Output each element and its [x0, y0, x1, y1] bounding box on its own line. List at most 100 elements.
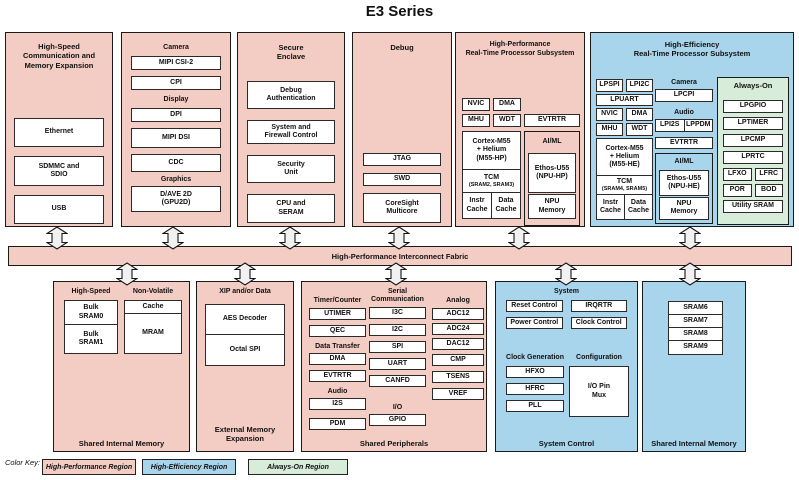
- audio-group-label: Audio: [674, 109, 694, 117]
- aiml-label: AI/ML: [542, 138, 562, 145]
- connector-arrow: [679, 262, 701, 286]
- box-lprtc: LPRTC: [723, 150, 783, 164]
- tcm-label: TCM: [616, 177, 633, 185]
- box-mipi-csi2: MIPI CSI-2: [131, 56, 221, 71]
- configuration-label: Configuration: [576, 354, 622, 361]
- camera-group-label: Camera: [671, 79, 697, 86]
- box-lpspi: LPSPI: [596, 79, 623, 92]
- connector-arrow: [385, 262, 407, 286]
- box-i2c: I2C: [369, 324, 426, 337]
- box-cortex-m55-he: Cortex-M55 + Helium (M55-HE): [596, 138, 653, 176]
- block-title: High-Efficiency Real-Time Processor Subs…: [633, 40, 751, 59]
- box-tcm-he: TCM (SRAM4, SRAM5): [596, 175, 653, 195]
- box-coresight-multicore: CoreSight Multicore: [363, 193, 441, 223]
- box-jtag: JTAG: [363, 153, 441, 166]
- block-title: Debug: [390, 43, 414, 52]
- box-dac12: DAC12: [432, 338, 484, 351]
- box-cpu-seram: CPU and SERAM: [247, 194, 335, 223]
- high-speed-group-label: High-Speed: [71, 288, 111, 295]
- cell-sram8: SRAM8: [669, 328, 722, 341]
- block-header: XIP and/or Data: [219, 288, 271, 295]
- box-lfrc: LFRC: [754, 167, 783, 181]
- cell-sram9: SRAM9: [683, 343, 708, 351]
- block-footer: System Control: [538, 439, 595, 448]
- box-usb: USB: [14, 195, 104, 224]
- box-canfd: CANFD: [369, 375, 426, 388]
- box-data-cache-he: Data Cache: [624, 194, 653, 220]
- box-lpgpio: LPGPIO: [723, 99, 783, 113]
- box-clock-control: Clock Control: [570, 317, 627, 329]
- box-evtrtr-periph: EVTRTR: [309, 370, 366, 383]
- box-vref: VREF: [432, 388, 484, 401]
- legend-high-performance: High-Performance Region: [42, 459, 136, 475]
- audio-label: Audio: [327, 388, 348, 396]
- connector-arrow: [679, 226, 701, 250]
- block-footer: Shared Internal Memory: [651, 439, 737, 448]
- box-pll: PLL: [506, 400, 564, 413]
- box-mhu: MHU: [462, 114, 490, 127]
- box-npu-memory-hp: NPU Memory: [528, 194, 576, 220]
- display-group-label: Display: [163, 96, 189, 104]
- block-footer: Shared Peripherals: [359, 439, 429, 448]
- box-gpio: GPIO: [369, 414, 426, 427]
- graphics-group-label: Graphics: [160, 176, 192, 184]
- block-multimedia: Camera MIPI CSI-2 CPI Display DPI MIPI D…: [121, 32, 231, 227]
- aiml-label: AI/ML: [674, 158, 694, 166]
- block-external-memory: XIP and/or Data AES Decoder Octal SPI Ex…: [196, 281, 294, 452]
- box-wdt-he: WDT: [626, 123, 653, 136]
- block-title: Secure Enclave: [276, 43, 306, 62]
- box-dma: DMA: [493, 98, 521, 111]
- block-shared-memory-hp: High-Speed Bulk SRAM0 Bulk SRAM1 Non-Vol…: [53, 281, 190, 452]
- block-debug: Debug JTAG SWD CoreSight Multicore: [352, 32, 452, 227]
- system-group-label: System: [554, 288, 579, 295]
- block-shared-peripherals: Timer/Counter UTIMER QEC Data Transfer D…: [301, 281, 487, 452]
- box-debug-authentication: Debug Authentication: [247, 81, 335, 109]
- connector-arrow: [555, 262, 577, 286]
- box-dma-periph: DMA: [309, 353, 366, 366]
- box-cmp: CMP: [432, 354, 484, 367]
- box-lfxo: LFXO: [723, 167, 752, 181]
- cell-aes-decoder: AES Decoder: [206, 305, 284, 335]
- box-instr-cache-he: Instr Cache: [596, 194, 625, 220]
- tcm-sram-label: (SRAM4, SRAM5): [601, 185, 648, 192]
- box-cdc: CDC: [131, 154, 221, 173]
- block-shared-memory-he: SRAM6 SRAM7 SRAM8 SRAM9 Shared Internal …: [642, 281, 746, 452]
- box-lptimer: LPTIMER: [723, 116, 783, 130]
- cell-sram7: SRAM7: [669, 315, 722, 328]
- block-secure-enclave: Secure Enclave Debug Authentication Syst…: [237, 32, 345, 227]
- box-adc24: ADC24: [432, 323, 484, 336]
- box-adc12: ADC12: [432, 308, 484, 321]
- block-hp-subsystem: High-Performance Real-Time Processor Sub…: [455, 32, 585, 227]
- block-title: High-Speed Communication and Memory Expa…: [22, 42, 96, 70]
- box-mhu-he: MHU: [596, 123, 623, 136]
- box-wdt: WDT: [493, 114, 521, 127]
- color-key: Color Key:: [5, 458, 40, 467]
- legend-high-efficiency: High-Efficiency Region: [142, 459, 236, 475]
- box-qec: QEC: [309, 325, 366, 338]
- aiml-container-he: AI/ML Ethos-U55 (NPU-HE) NPU Memory: [655, 153, 713, 225]
- aiml-container-hp: AI/ML Ethos-U55 (NPU-HP) NPU Memory: [524, 131, 580, 226]
- cell-bulk-sram1: Bulk SRAM1: [78, 330, 104, 347]
- box-evtrtr-he: EVTRTR: [655, 137, 713, 150]
- cell-cache: Cache: [125, 301, 181, 315]
- box-nvic: NVIC: [462, 98, 490, 111]
- connector-arrow: [388, 226, 410, 250]
- fabric-label: High-Performance Interconnect Fabric: [331, 251, 469, 261]
- box-pdm: PDM: [309, 418, 366, 431]
- camera-group-label: Camera: [163, 44, 189, 51]
- box-lpi2s: LPI2S: [655, 119, 685, 133]
- box-hfxo: HFXO: [506, 366, 564, 379]
- box-dma-he: DMA: [626, 108, 653, 121]
- box-lppdm: LPPDM: [683, 119, 713, 133]
- box-utility-sram: Utility SRAM: [723, 199, 783, 213]
- connector-arrow: [116, 262, 138, 286]
- block-footer: Shared Internal Memory: [78, 439, 165, 448]
- serial-communication-label: Serial Communication: [371, 288, 424, 304]
- box-dpi: DPI: [131, 108, 221, 123]
- box-utimer: UTIMER: [309, 308, 366, 321]
- box-lpcpi: LPCPI: [655, 89, 713, 103]
- data-transfer-label: Data Transfer: [315, 343, 360, 351]
- connector-arrow: [234, 262, 256, 286]
- block-he-subsystem: High-Efficiency Real-Time Processor Subs…: [590, 32, 794, 227]
- connector-arrow: [279, 226, 301, 250]
